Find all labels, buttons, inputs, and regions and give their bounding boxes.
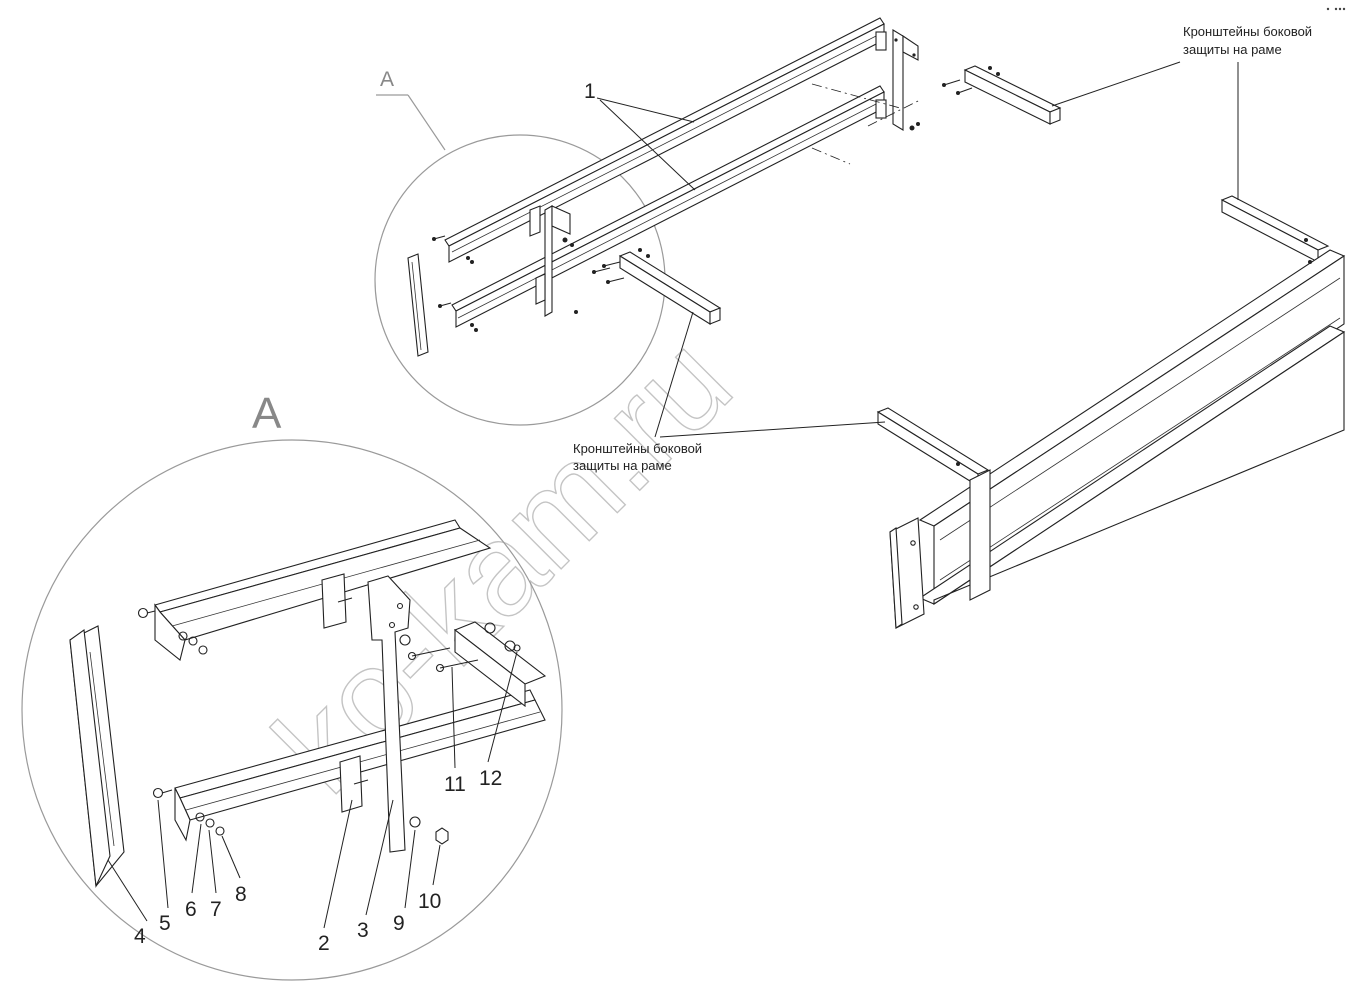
exploded-bolts [432, 235, 478, 332]
exploded-rail-lower [451, 85, 887, 328]
detail-marker-small: A [380, 68, 394, 91]
frame-bracket-top-exploded [942, 65, 1062, 125]
part-number-10: 10 [418, 890, 441, 913]
exploded-rear-post [892, 29, 920, 131]
part-number-6: 6 [185, 898, 197, 921]
bracket-callout-mid-line1: Кронштейны боковой [573, 441, 702, 456]
bracket-callout-mid: Кронштейны боковой защиты на раме [573, 441, 702, 473]
part-number-4: 4 [134, 925, 146, 948]
detail-marker-large: A [252, 389, 282, 438]
part-number-1: 1 [584, 80, 596, 103]
part-number-labels: 1 2 3 4 5 6 7 8 9 10 11 12 [134, 80, 596, 955]
frame-bracket-mid-exploded [592, 248, 722, 325]
detail-vertical-post [69, 625, 125, 889]
bracket-callout-top-line1: Кронштейны боковой [1183, 24, 1312, 39]
part-number-5: 5 [159, 912, 171, 935]
exploded-rail-upper [444, 17, 887, 263]
leader-lines [107, 61, 1239, 929]
part-number-9: 9 [393, 912, 405, 935]
exploded-left-post-small [407, 253, 429, 357]
detail-insert-lower [339, 755, 369, 813]
corner-mark [1326, 7, 1346, 11]
assembled-side-guard [876, 195, 1346, 629]
bracket-callout-top: Кронштейны боковой защиты на раме [1183, 24, 1312, 57]
part-number-2: 2 [318, 932, 330, 955]
exploded-center-plates [529, 205, 578, 317]
part-number-11: 11 [444, 773, 466, 796]
part-number-3: 3 [357, 919, 369, 942]
part-number-7: 7 [210, 898, 222, 921]
bracket-callout-top-line2: защиты на раме [1183, 42, 1282, 57]
detail-insert-upper [321, 573, 353, 629]
dash-center-lines [811, 83, 921, 165]
detail-plate [367, 575, 411, 853]
detail-circle-large: A [21, 389, 563, 981]
part-number-12: 12 [479, 767, 502, 790]
part-number-8: 8 [235, 883, 247, 906]
detail-fasteners [137, 607, 479, 845]
bracket-callout-mid-line2: защиты на раме [573, 458, 672, 473]
